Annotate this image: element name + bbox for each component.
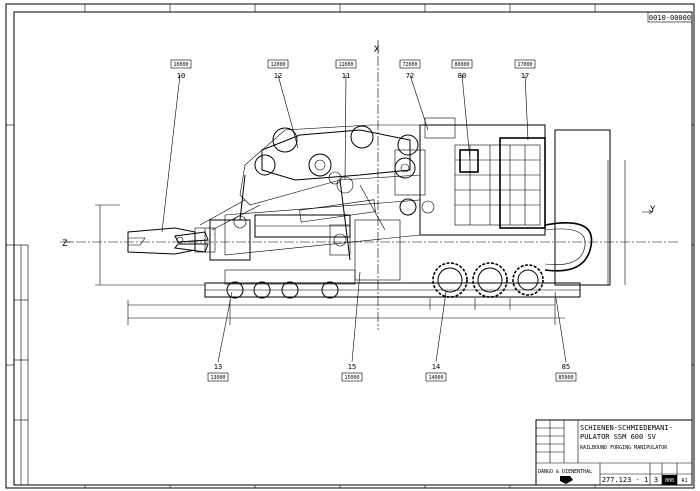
callout-number: 12 bbox=[274, 72, 282, 80]
title-en: RAILBOUND FORGING MANIPULATOR bbox=[580, 445, 668, 451]
sheet-index: 3 bbox=[654, 476, 658, 484]
callout-number: 17 bbox=[521, 72, 529, 80]
callout-number: 85 bbox=[562, 363, 570, 371]
callout-code: 80000 bbox=[454, 62, 469, 68]
callout-number: 72 bbox=[406, 72, 414, 80]
sheet-number: 0010-00000 bbox=[647, 11, 693, 23]
callout-10: 10000 10 bbox=[170, 59, 192, 80]
callout-15: 15 15000 bbox=[341, 363, 363, 382]
drawing-number: 277.123 - 1 bbox=[602, 476, 648, 484]
sheet-number-text: 0010-00000 bbox=[649, 14, 691, 22]
title-de-line2: PULATOR SSM 600 SV bbox=[580, 433, 657, 441]
title-de-line1: SCHIENEN-SCHMIEDEMANI- bbox=[580, 424, 673, 432]
callout-85: 85 85000 bbox=[555, 363, 577, 382]
revision-number: 000 bbox=[665, 478, 674, 484]
callout-code: 72000 bbox=[402, 62, 417, 68]
callout-code: 10000 bbox=[173, 62, 188, 68]
callout-number: 15 bbox=[348, 363, 356, 371]
axis-y-label: Y bbox=[650, 205, 656, 215]
callout-code: 14000 bbox=[428, 375, 443, 381]
callout-code: 85000 bbox=[558, 375, 573, 381]
callout-11: 11000 11 bbox=[335, 59, 357, 80]
callout-number: 80 bbox=[458, 72, 466, 80]
callout-80: 80000 80 bbox=[451, 59, 473, 80]
axis-z-label: Z bbox=[62, 239, 68, 249]
axis-lines: X Y Z bbox=[60, 40, 680, 330]
revision-strip bbox=[13, 244, 29, 486]
callout-72: 72000 72 bbox=[399, 59, 421, 80]
callout-number: 10 bbox=[177, 72, 185, 80]
callout-code: 17000 bbox=[517, 62, 532, 68]
sheet-size: A1 bbox=[681, 478, 687, 484]
callout-13: 13 13000 bbox=[207, 363, 229, 382]
title-block: SCHIENEN-SCHMIEDEMANI- PULATOR SSM 600 S… bbox=[535, 419, 693, 486]
callout-number: 13 bbox=[214, 363, 222, 371]
callout-14: 14 14000 bbox=[425, 363, 447, 382]
company-logo-icon bbox=[560, 476, 573, 484]
callout-code: 12000 bbox=[270, 62, 285, 68]
company-name: DANGO & DIENENTHAL bbox=[538, 469, 592, 475]
manipulator-drawing bbox=[95, 74, 626, 363]
callout-number: 14 bbox=[432, 363, 440, 371]
callout-code: 13000 bbox=[210, 375, 225, 381]
callout-12: 12000 12 bbox=[267, 59, 289, 80]
callout-code: 15000 bbox=[344, 375, 359, 381]
callout-code: 11000 bbox=[338, 62, 353, 68]
callout-17: 17000 17 bbox=[514, 59, 536, 80]
callout-number: 11 bbox=[342, 72, 350, 80]
axis-x-label: X bbox=[374, 45, 380, 55]
